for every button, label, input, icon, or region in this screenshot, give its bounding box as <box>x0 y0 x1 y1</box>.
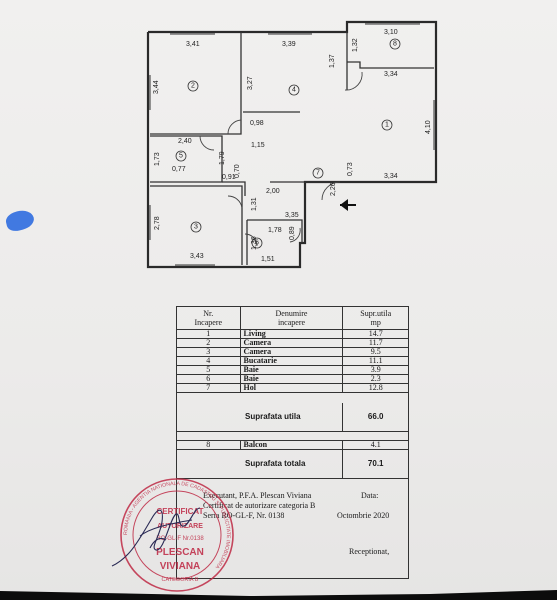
dim-label: 3,34 <box>384 173 398 180</box>
dim-label: 1,37 <box>329 54 336 68</box>
executant-text: Executant, P.F.A. Plescan Viviana <box>203 491 312 500</box>
total-area-value: 70.1 <box>342 449 409 479</box>
balcony-nr: 8 <box>176 440 241 450</box>
surveyor-stamp: ROMANIA - AGENTIA NATIONALA DE CADASTRU … <box>111 478 234 592</box>
stamp-line-1: CERTIFICAT <box>157 507 204 516</box>
stamp-category: CATEGORIA B <box>162 577 199 583</box>
stamp-line-3: RO-GL-F Nr.0138 <box>156 536 204 542</box>
wall-room-2 <box>150 32 242 135</box>
wall-room-3 <box>150 185 243 265</box>
table-header-row: Nr. Incapere Denumire incapere Supr.util… <box>176 306 409 330</box>
balcony-area: 4.1 <box>342 440 409 450</box>
dim-label: 0,89 <box>289 226 296 240</box>
useful-area-label: Suprafata utila <box>175 403 344 432</box>
dim-label: 0,70 <box>234 164 241 178</box>
dim-label: 3,34 <box>384 71 398 78</box>
dim-label: 1,32 <box>352 38 359 52</box>
row-area: 12.8 <box>342 383 409 393</box>
series-text: Seria RO-GL-F, Nr. 0138 <box>203 511 285 520</box>
entrance-arrow-icon <box>340 199 356 211</box>
signature-block: Executant, P.F.A. Plescan Viviana Certif… <box>176 479 409 579</box>
dim-label: 0,91 <box>222 174 236 181</box>
total-area-row: Suprafata totala 70.1 <box>175 449 409 479</box>
dim-label: 1,79 <box>219 151 226 165</box>
room-label-2: 2 <box>191 83 195 90</box>
room-label-7: 7 <box>316 170 320 177</box>
stamp-name-1: PLESCAN <box>156 547 204 558</box>
dim-label: 2,40 <box>178 138 192 145</box>
dim-label: 1,15 <box>251 142 265 149</box>
area-table: Nr. Incapere Denumire incapere Supr.util… <box>175 306 409 479</box>
dim-label: 4,10 <box>425 120 432 134</box>
dim-label: 3,44 <box>153 80 160 94</box>
useful-area-row: Suprafata utila 66.0 <box>175 403 409 432</box>
date-value: Octombrie 2020 <box>337 511 390 520</box>
dim-label: 2,26 <box>330 182 337 196</box>
dim-label: 0,73 <box>347 162 354 176</box>
stamp-name-2: VIVIANA <box>160 561 201 572</box>
dim-label: 3,39 <box>282 41 296 48</box>
room-label-5: 5 <box>179 153 183 160</box>
useful-area-value: 66.0 <box>342 403 409 432</box>
handwritten-signature <box>111 507 201 567</box>
room-label-3: 3 <box>194 224 198 231</box>
dim-label: 2,00 <box>266 188 280 195</box>
wall-balcony <box>347 61 434 69</box>
total-area-label: Suprafata totala <box>175 449 344 479</box>
room-label-1: 1 <box>385 122 389 129</box>
dim-label: 3,43 <box>190 253 204 260</box>
balcony-row: 8 Balcon 4.1 <box>176 440 409 450</box>
stamp-line-2: AUTORIZARE <box>157 523 203 530</box>
wall-bath-6 <box>247 219 303 243</box>
dim-label: 1,78 <box>268 227 282 234</box>
dim-label: 1,31 <box>251 197 258 211</box>
dim-label: 0,98 <box>250 120 264 127</box>
dim-label: 0,77 <box>172 166 186 173</box>
dim-label: 1,36 <box>251 236 258 250</box>
dim-label: 1,51 <box>261 256 275 263</box>
header-area: Supr.utila mp <box>342 306 409 330</box>
date-label: Data: <box>361 491 379 500</box>
dim-label: 3,27 <box>247 76 254 90</box>
wall-bath-5 <box>150 135 223 183</box>
dim-label: 1,73 <box>154 152 161 166</box>
room-label-6: 6 <box>255 240 259 247</box>
header-name: Denumire incapere <box>239 306 344 330</box>
dim-label: 3,10 <box>384 29 398 36</box>
dim-label: 3,41 <box>186 41 200 48</box>
room-label-8: 8 <box>393 41 397 48</box>
spacer-row <box>176 392 409 403</box>
dim-label: 2,78 <box>154 216 161 230</box>
certificate-text: Certificat de autorizare categoria B <box>203 501 316 510</box>
row-nr: 7 <box>176 383 241 393</box>
header-nr: Nr. Incapere <box>176 306 241 330</box>
floor-plan: 2 4 1 5 3 7 6 8 3,41 3,39 3,10 1,32 1,37… <box>146 20 438 269</box>
dim-label: 3,35 <box>285 212 299 219</box>
row-name: Hol <box>239 383 344 393</box>
balcony-name: Balcon <box>239 440 344 450</box>
room-label-4: 4 <box>292 87 296 94</box>
wall-hall-a <box>222 181 246 196</box>
receiver-label: Receptionat, <box>349 547 390 556</box>
